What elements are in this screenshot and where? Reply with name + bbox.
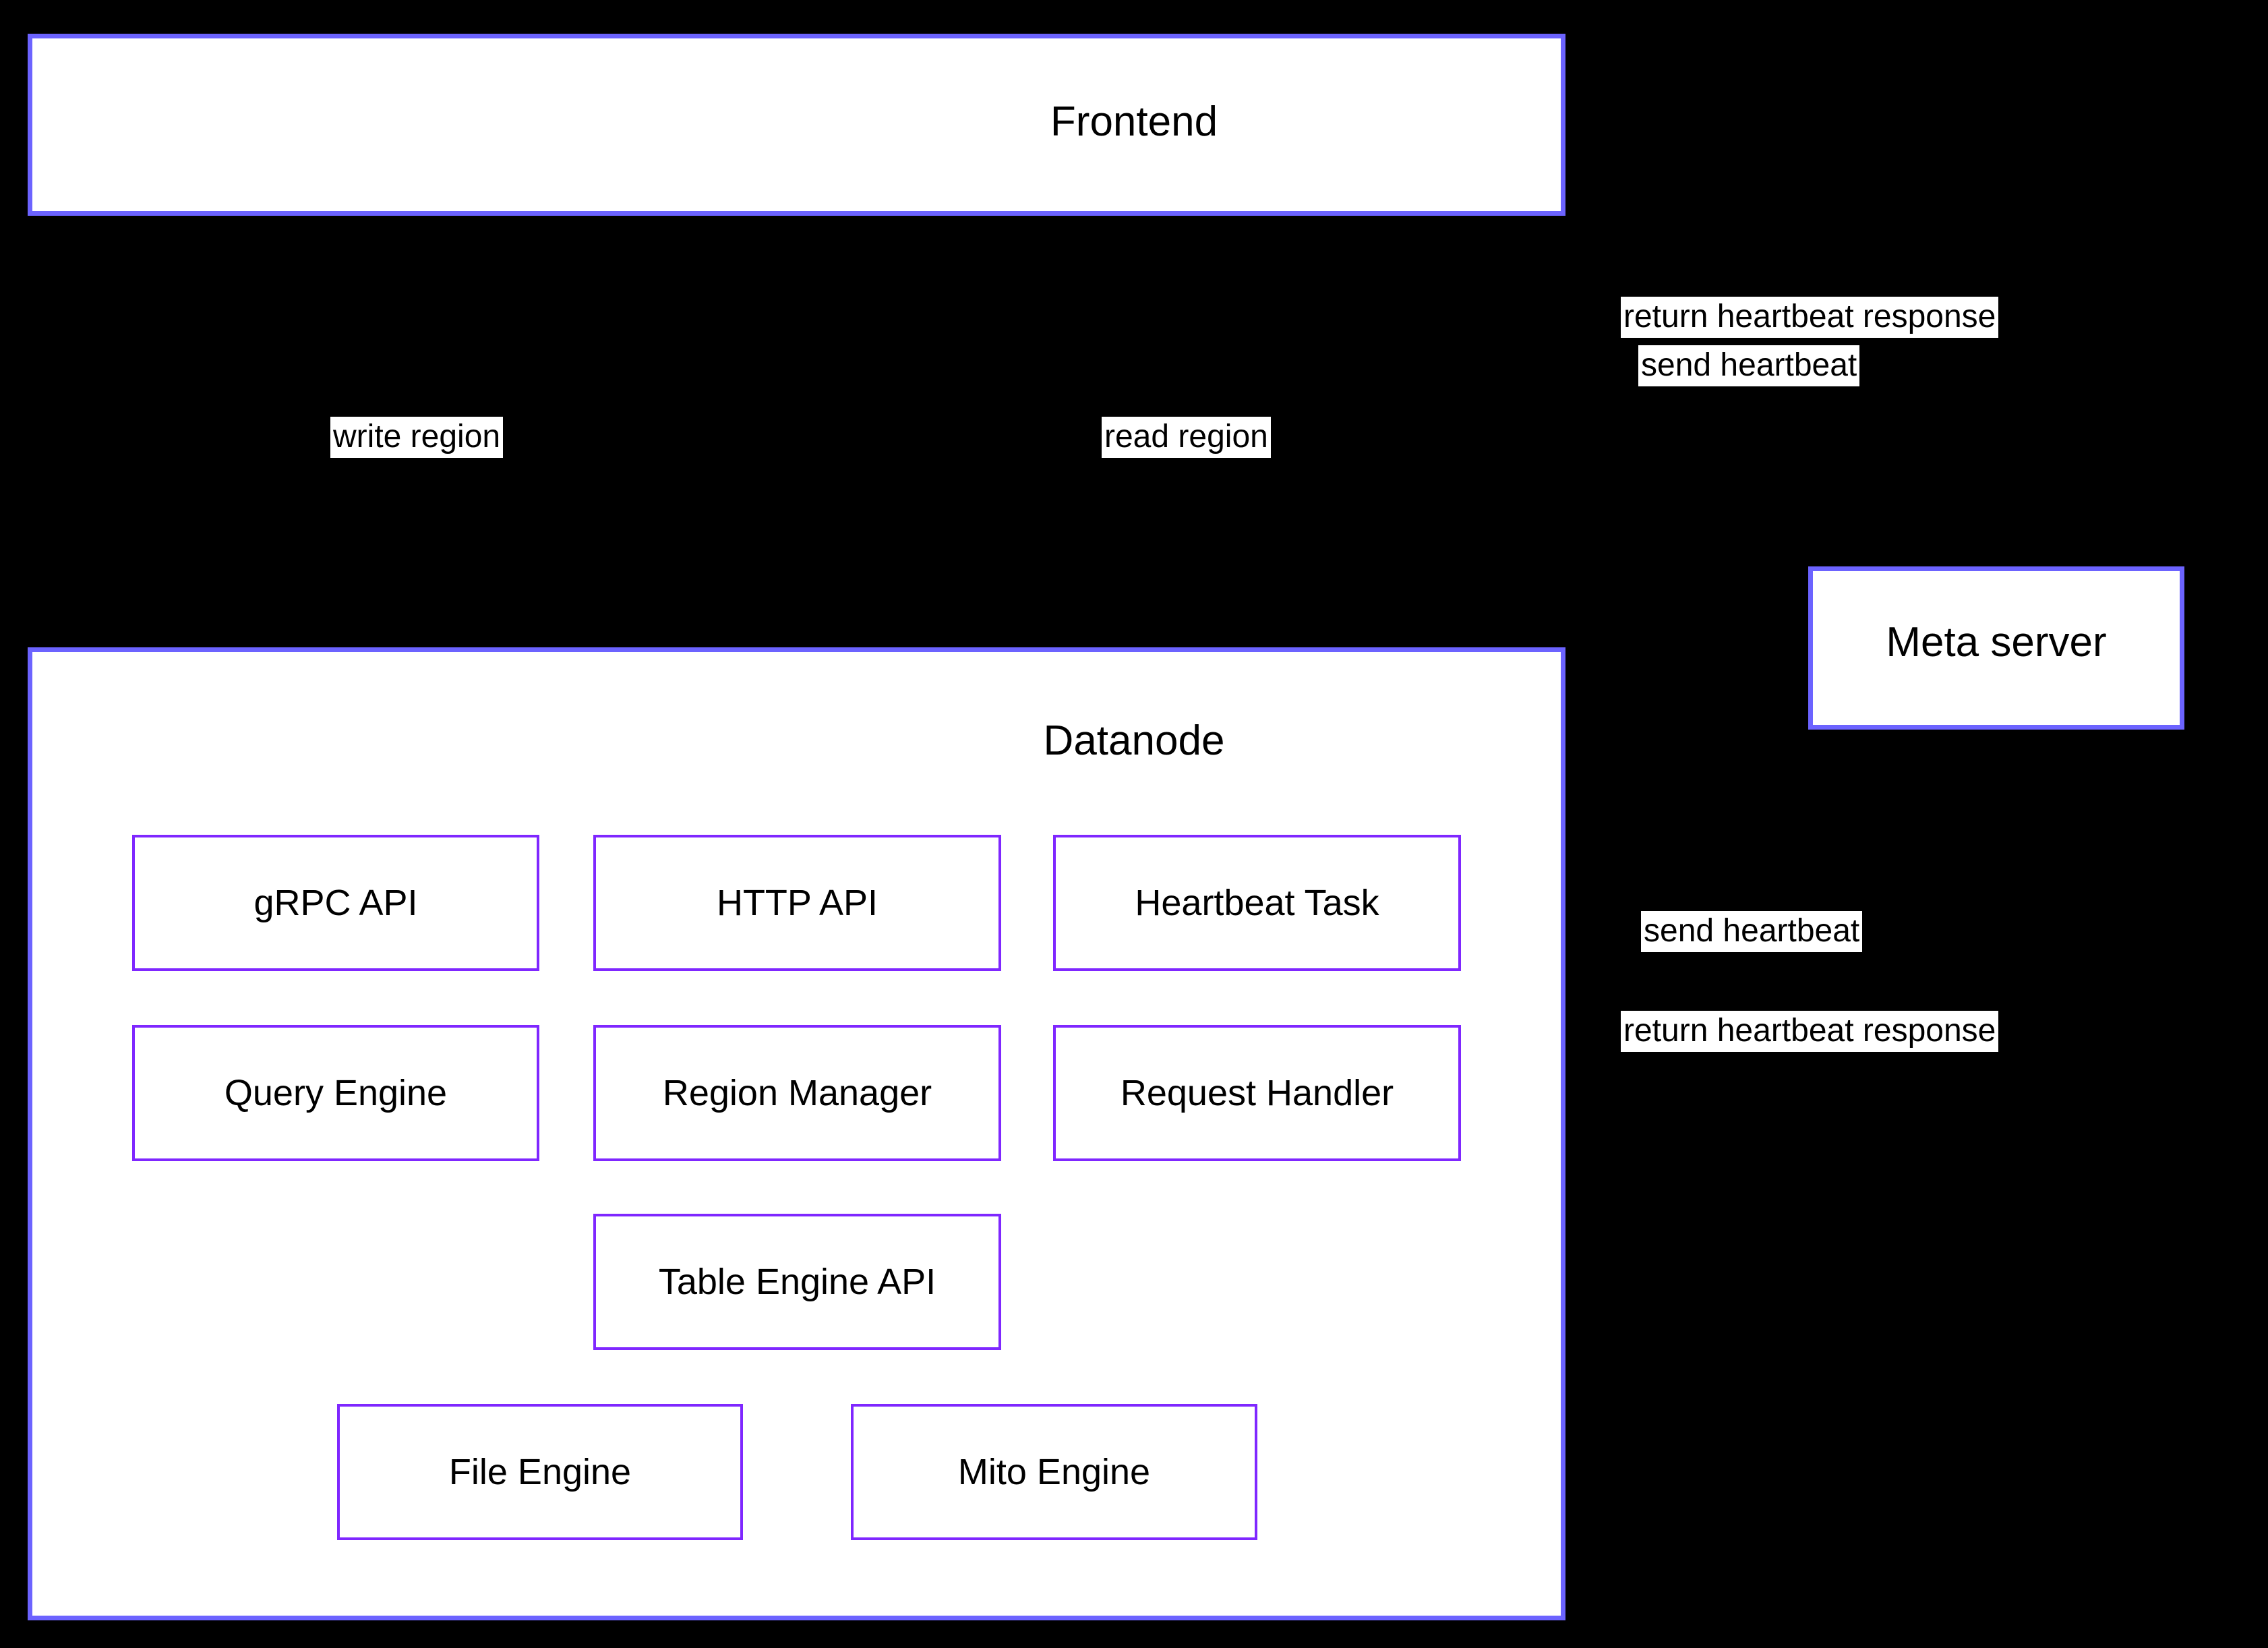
- component-label: HTTP API: [716, 883, 878, 923]
- component-query-engine[interactable]: Query Engine: [132, 1025, 539, 1161]
- component-label: Table Engine API: [658, 1262, 936, 1302]
- edge-label-read-region: read region: [1102, 417, 1271, 458]
- component-table-engine-api[interactable]: Table Engine API: [593, 1214, 1001, 1350]
- component-label: gRPC API: [253, 883, 418, 923]
- edge-label-write-region: write region: [330, 417, 504, 458]
- component-file-engine[interactable]: File Engine: [337, 1404, 743, 1540]
- component-mito-engine[interactable]: Mito Engine: [851, 1404, 1257, 1540]
- edge-label-send-heartbeat-frontend: send heartbeat: [1638, 345, 1860, 386]
- component-label: Query Engine: [224, 1073, 448, 1113]
- component-heartbeat-task[interactable]: Heartbeat Task: [1053, 835, 1461, 971]
- meta-server-node-label: Meta server: [1886, 619, 2107, 666]
- component-region-manager[interactable]: Region Manager: [593, 1025, 1001, 1161]
- edge-label-send-heartbeat-datanode: send heartbeat: [1641, 911, 1863, 952]
- component-label: Heartbeat Task: [1135, 883, 1379, 923]
- edge-label-return-heartbeat-response-datanode: return heartbeat response: [1621, 1011, 1999, 1052]
- component-label: Mito Engine: [957, 1452, 1151, 1492]
- component-label: Region Manager: [662, 1073, 932, 1113]
- edge-label-return-heartbeat-response-frontend: return heartbeat response: [1621, 297, 1999, 338]
- frontend-node-label: Frontend: [1050, 98, 1218, 145]
- component-http-api[interactable]: HTTP API: [593, 835, 1001, 971]
- component-request-handler[interactable]: Request Handler: [1053, 1025, 1461, 1161]
- component-label: Request Handler: [1120, 1073, 1394, 1113]
- frontend-node[interactable]: [28, 34, 1565, 216]
- component-grpc-api[interactable]: gRPC API: [132, 835, 539, 971]
- component-label: File Engine: [448, 1452, 632, 1492]
- meta-server-node[interactable]: [1808, 566, 2184, 730]
- datanode-node-label: Datanode: [1043, 717, 1225, 764]
